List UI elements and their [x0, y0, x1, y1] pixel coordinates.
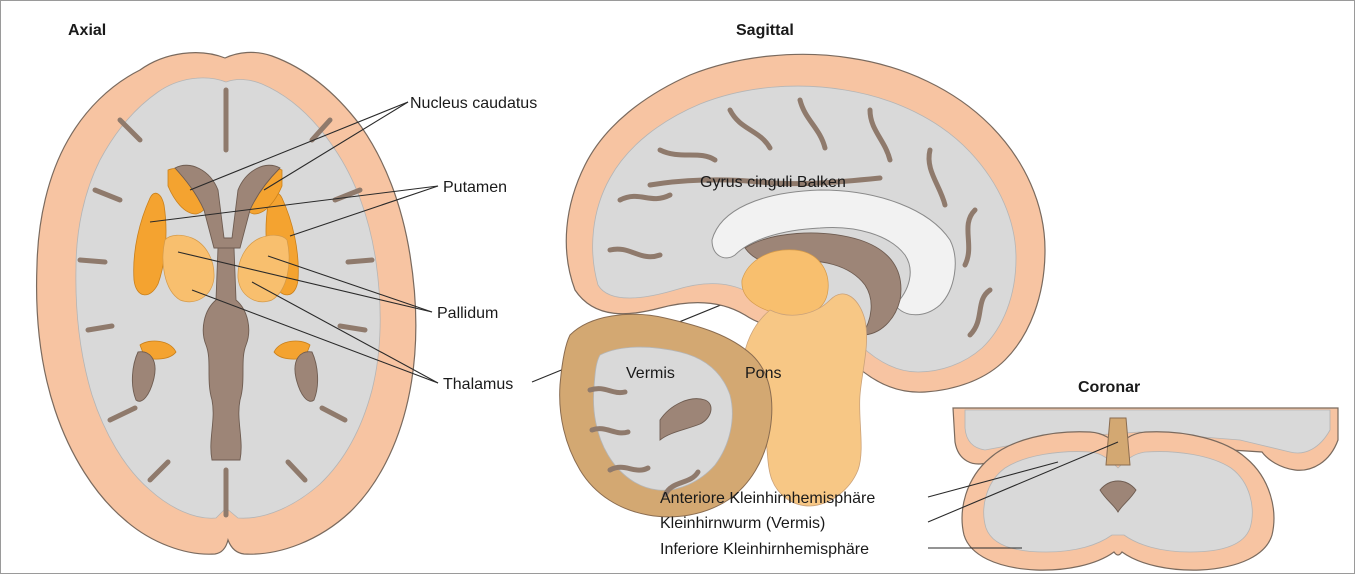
axial-title: Axial	[68, 22, 106, 39]
label-anteriore: Anteriore Kleinhirnhemisphäre	[660, 490, 875, 507]
label-vermis: Vermis	[626, 365, 675, 382]
sagittal-cerebellar-sulcus	[610, 467, 648, 470]
label-putamen: Putamen	[443, 179, 507, 196]
label-gyrus-cinguli-balken: Gyrus cinguli Balken	[700, 174, 846, 191]
sagittal-title: Sagittal	[736, 22, 794, 39]
label-nucleus-caudatus: Nucleus caudatus	[410, 95, 537, 112]
coronar-title: Coronar	[1078, 379, 1140, 396]
label-inferiore: Inferiore Kleinhirnhemisphäre	[660, 541, 869, 558]
label-pallidum: Pallidum	[437, 305, 498, 322]
axial-sulcus	[80, 260, 105, 262]
sagittal-sulcus	[620, 195, 670, 200]
label-thalamus: Thalamus	[443, 376, 513, 393]
coronar-vermis	[1106, 418, 1130, 465]
axial-sulcus	[348, 260, 372, 262]
label-pons: Pons	[745, 365, 781, 382]
label-kleinhirnwurm: Kleinhirnwurm (Vermis)	[660, 515, 825, 532]
